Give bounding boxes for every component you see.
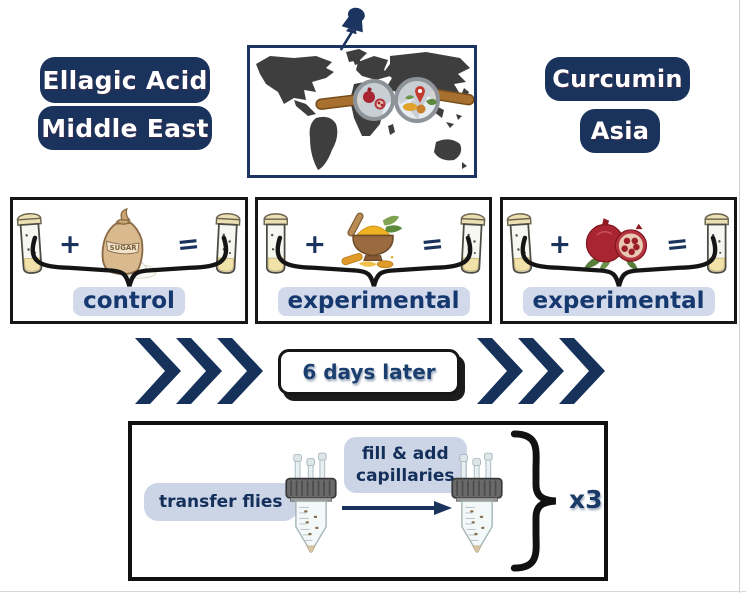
chevron-right-icon [135, 338, 181, 404]
magnifier-spices-icon [394, 77, 474, 123]
chevron-right-icon [518, 338, 564, 404]
panel-control: + = control [10, 197, 248, 324]
fill-capillaries-label: fill & add capillaries [344, 437, 467, 494]
chevrons-right [482, 338, 605, 404]
group-label-control: control [73, 287, 185, 316]
fill-label-line1: fill & add [361, 444, 449, 464]
cafe-tube-icon [444, 433, 510, 575]
time-badge: 6 days later [278, 349, 460, 395]
recipe-row: + = [258, 206, 489, 282]
fill-label-line2: capillaries [356, 466, 455, 487]
magnifier-pomegranate-icon [315, 79, 395, 121]
panel-experimental-curcumin: + = experimental [255, 197, 492, 324]
group-label-experimental: experimental [522, 287, 715, 316]
panel-experimental-ellagic: + = experimental [500, 197, 737, 324]
pushpin-icon [340, 7, 365, 51]
compound-badge-curcumin: Curcumin [545, 57, 690, 101]
region-badge-asia: Asia [580, 109, 660, 153]
plus-operator: + [303, 228, 327, 260]
recipe-row: + = [13, 206, 245, 282]
cafe-tube-icon [278, 433, 344, 575]
chevron-right-icon [176, 338, 222, 404]
page-edge-right [739, 0, 740, 593]
chevron-right-icon [559, 338, 605, 404]
brace-icon [520, 235, 717, 287]
brace-icon [275, 235, 472, 287]
assay-box: transfer flies fill & add capillaries x3 [128, 421, 608, 581]
chevrons-left [140, 338, 263, 404]
replicate-brace-icon [510, 430, 557, 572]
recipe-row: + = [503, 206, 734, 282]
group-label-experimental: experimental [277, 287, 470, 316]
compound-badge-ellagic-acid: Ellagic Acid [40, 57, 210, 103]
chevron-right-icon [477, 338, 523, 404]
arrow-right-icon [342, 501, 452, 515]
replicate-count-label: x3 [569, 485, 603, 514]
plus-operator: + [548, 228, 572, 260]
world-map [247, 45, 477, 178]
transfer-flies-label: transfer flies [144, 483, 298, 521]
page-edge-bottom [0, 591, 746, 592]
plus-operator: + [58, 228, 82, 260]
brace-icon [30, 235, 228, 287]
chevron-right-icon [217, 338, 263, 404]
region-badge-middle-east: Middle East [38, 106, 212, 150]
